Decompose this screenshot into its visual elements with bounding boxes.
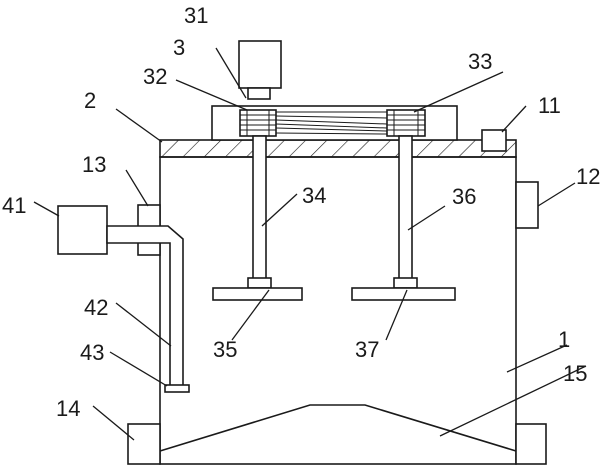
bottom-left-outlet [127,423,161,465]
label-31: 31 [184,3,208,28]
label-32: 32 [143,64,167,89]
label-1: 1 [558,327,570,352]
label-43: 43 [80,340,104,365]
leader-lines [33,47,587,441]
sloped-bottom [159,404,517,452]
label-2: 2 [84,88,96,113]
left-stirring-shaft [247,135,272,289]
label-35: 35 [213,337,237,362]
driven-pulley [386,109,426,137]
label-3: 3 [173,35,185,60]
label-15: 15 [563,361,587,386]
label-11: 11 [538,93,561,118]
right-stirring-shaft [393,135,418,289]
drive-pulley [239,109,277,137]
label-33: 33 [468,49,492,74]
motor [238,40,282,89]
label-36: 36 [452,184,476,209]
label-37: 37 [355,337,379,362]
lid-plate [159,139,517,158]
label-34: 34 [302,183,326,208]
label-42: 42 [84,295,108,320]
label-12: 12 [576,164,600,189]
bottom-right-outlet [515,423,547,465]
motor-shaft [247,87,271,100]
pump [57,205,108,255]
drive-belt [275,111,388,135]
right-side-port [515,181,539,229]
inlet-port [481,129,507,152]
label-13: 13 [82,152,106,177]
label-14: 14 [56,396,80,421]
left-paddle [212,287,303,301]
pipe-inlet [164,384,190,393]
label-41: 41 [2,193,26,218]
